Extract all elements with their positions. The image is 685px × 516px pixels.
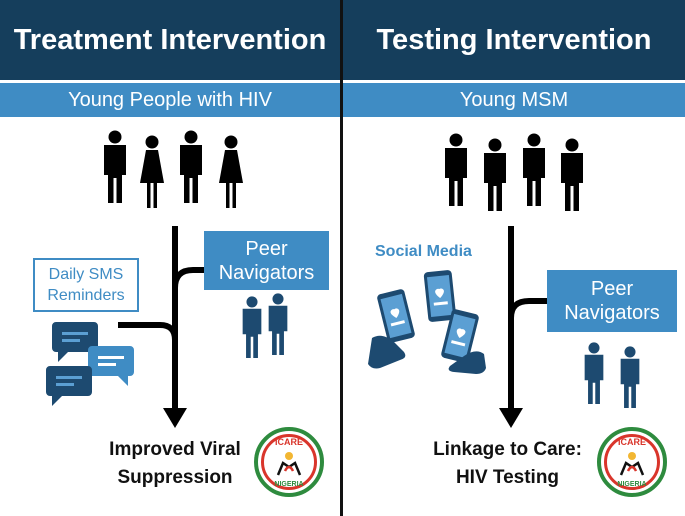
peer-navigators-label: Peer Navigators — [218, 237, 315, 284]
testing-outcome-line1: Linkage to Care: — [433, 439, 582, 460]
treatment-population: Young People with HIV — [0, 83, 340, 117]
logo-bottom-text: NIGERIA — [274, 481, 304, 488]
sms-reminders-box: Daily SMS Reminders — [33, 258, 139, 312]
peer-navigators-box-left: Peer Navigators — [204, 231, 329, 290]
logo-bottom-text: NIGERIA — [617, 481, 647, 488]
treatment-title: Treatment Intervention — [0, 0, 340, 80]
treatment-outcome-text: Improved Viral Suppression — [109, 439, 241, 488]
social-media-phones-icon — [368, 269, 486, 374]
testing-outcome-line2: HIV Testing — [455, 467, 560, 488]
peer-navigator-people-icon — [584, 342, 640, 409]
sms-reminders-label: Daily SMS Reminders — [47, 266, 125, 304]
testing-population: Young MSM — [343, 83, 685, 117]
logo-figures-icon — [619, 452, 645, 476]
logo-figures-icon — [276, 452, 302, 476]
peer-navigators-label: Peer Navigators — [564, 278, 660, 324]
logo-top-text: ICARE — [274, 437, 303, 447]
icare-nigeria-logo: ICARE NIGERIA — [597, 427, 667, 497]
chat-bubbles-icon — [46, 322, 134, 406]
treatment-outcome: Improved Viral Suppression — [95, 436, 255, 492]
logo-top-text: ICARE — [617, 437, 646, 447]
social-media-label: Social Media — [375, 243, 472, 260]
testing-outcome: Linkage to Care: HIV Testing — [420, 436, 595, 492]
peer-navigator-people-icon — [242, 293, 288, 359]
panel-divider — [340, 0, 343, 516]
peer-navigators-box-right: Peer Navigators — [547, 270, 677, 332]
icare-nigeria-logo: ICARE NIGERIA — [254, 427, 324, 497]
testing-title: Testing Intervention — [343, 0, 685, 80]
